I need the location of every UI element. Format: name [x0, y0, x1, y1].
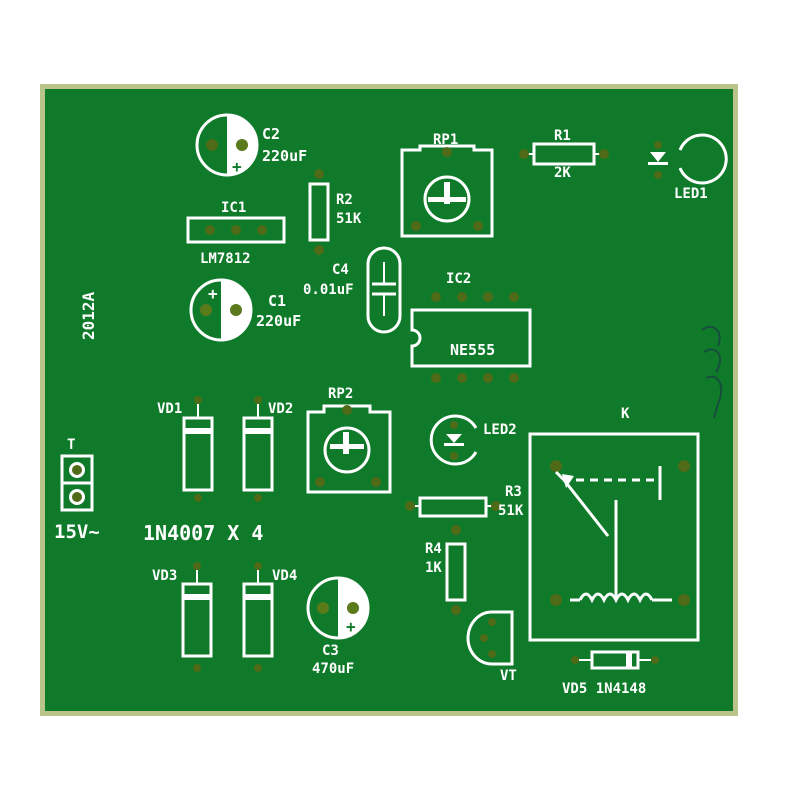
vd5-diode: [571, 650, 659, 670]
vt-ref: VT: [500, 668, 517, 684]
c2-ref: C2: [262, 125, 280, 143]
ic2-value: NE555: [450, 341, 495, 359]
c2-capacitor: +: [195, 113, 259, 177]
vd2-ref: VD2: [268, 401, 293, 417]
input-voltage: 15V~: [54, 521, 100, 543]
ic2-ref: IC2: [446, 271, 471, 287]
board-code: 2012A: [79, 291, 98, 340]
svg-text:+: +: [232, 157, 242, 176]
rp2-trimmer: [306, 404, 392, 494]
vd3-ref: VD3: [152, 568, 177, 584]
c4-value: 0.01uF: [303, 282, 354, 298]
c4-capacitor: [366, 246, 402, 334]
r2-value: 51K: [336, 211, 362, 227]
vd1-ref: VD1: [157, 401, 182, 417]
vd5-label: VD5 1N4148: [562, 681, 646, 697]
r3-ref: R3: [505, 484, 522, 500]
r3-value: 51K: [498, 503, 524, 519]
led2-ref: LED2: [483, 422, 517, 438]
c2-value: 220uF: [262, 147, 307, 165]
r1-value: 2K: [554, 165, 571, 181]
vd2-diode: [242, 396, 274, 502]
r3-resistor: [405, 496, 501, 518]
vd4-ref: VD4: [272, 568, 297, 584]
c1-ref: C1: [268, 292, 286, 310]
ic1-regulator: [186, 216, 286, 244]
c1-capacitor: +: [189, 278, 253, 342]
rp2-ref: RP2: [328, 386, 353, 402]
led1: [648, 133, 728, 185]
r1-ref: R1: [554, 128, 571, 144]
relay-k: [528, 432, 700, 642]
rp1-trimmer: [400, 144, 494, 238]
pencil-marks: [701, 325, 723, 419]
r4-resistor: [445, 525, 467, 615]
c1-value: 220uF: [256, 312, 301, 330]
c3-ref: C3: [322, 643, 339, 659]
r2-ref: R2: [336, 192, 353, 208]
board-surface: [45, 89, 733, 711]
rp1-ref: RP1: [433, 132, 458, 148]
led2: [429, 414, 478, 466]
c4-ref: C4: [332, 262, 349, 278]
vd1-diode: [182, 396, 214, 502]
vt-transistor: [466, 610, 514, 666]
ic2-timer: [410, 292, 532, 383]
ic1-ref: IC1: [221, 200, 246, 216]
r4-ref: R4: [425, 541, 442, 557]
svg-text:+: +: [208, 284, 218, 303]
r1-resistor: [519, 142, 609, 166]
vd3-diode: [181, 562, 213, 672]
k-ref: K: [621, 406, 630, 422]
r2-resistor: [308, 169, 330, 255]
diode-note: 1N4007 X 4: [143, 521, 263, 545]
svg-text:+: +: [346, 617, 356, 636]
c3-value: 470uF: [312, 661, 354, 677]
t-ref: T: [67, 437, 75, 453]
led1-ref: LED1: [674, 186, 708, 202]
c3-capacitor: +: [306, 576, 370, 640]
t-terminal: [60, 454, 94, 512]
ic1-value: LM7812: [200, 251, 251, 267]
vd4-diode: [242, 562, 274, 672]
r4-value: 1K: [425, 560, 442, 576]
